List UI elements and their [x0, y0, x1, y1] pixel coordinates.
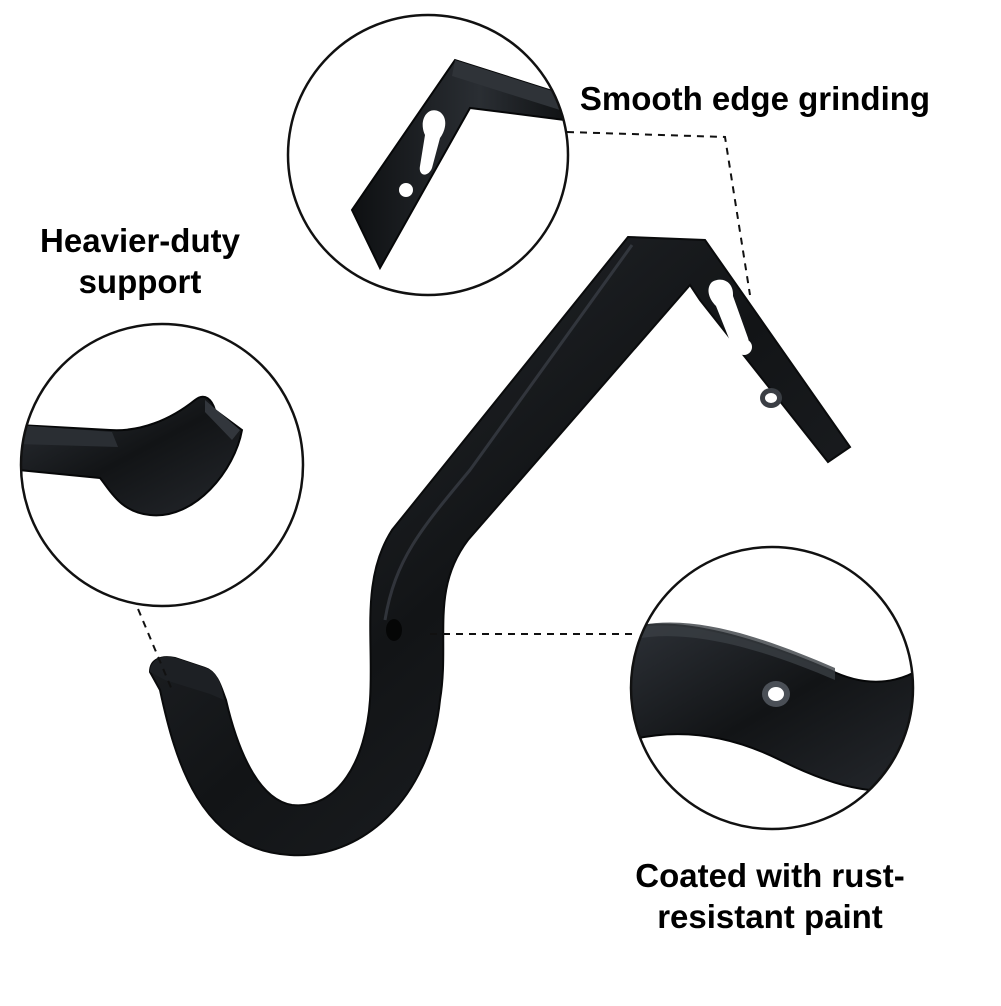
- callout-smooth-edge-label: Smooth edge grinding: [560, 78, 950, 119]
- callout-smooth-edge-line1: Smooth edge grinding: [579, 80, 931, 117]
- zoom-circle-edge: [286, 13, 570, 297]
- callout-heavier-duty-line2: support: [78, 263, 202, 300]
- callout-coating-line2: resistant paint: [657, 898, 883, 935]
- set-screw-hole-icon: [386, 619, 402, 641]
- zoom-circle-hook: [19, 322, 305, 608]
- bracket-body: [148, 235, 852, 857]
- callout-coating-line1: Coated with rust-: [635, 857, 905, 894]
- screw-hole-icon: [765, 393, 777, 403]
- keyhole-icon: [708, 279, 749, 352]
- zoom-circle-coating: [629, 545, 915, 831]
- callout-heavier-duty-label: Heavier-duty support: [10, 220, 270, 302]
- callout-coating-label: Coated with rust- resistant paint: [600, 855, 940, 937]
- callout-heavier-duty-line1: Heavier-duty: [40, 222, 240, 259]
- curtain-bracket: [148, 235, 852, 857]
